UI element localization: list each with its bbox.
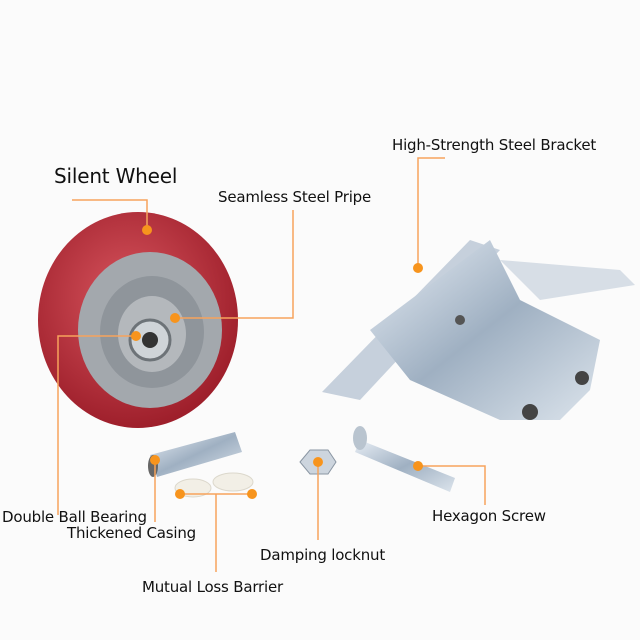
callout-lines xyxy=(57,157,486,572)
label-silent-wheel: Silent Wheel xyxy=(54,164,178,188)
bracket xyxy=(322,240,635,420)
label-locknut: Damping locknut xyxy=(260,546,386,564)
silent-wheel xyxy=(38,212,238,428)
label-barrier: Mutual Loss Barrier xyxy=(142,578,283,596)
label-casing: Thickened Casing xyxy=(67,524,196,542)
label-bearing: Double Ball Bearing xyxy=(2,508,147,526)
hexagon-screw xyxy=(353,426,455,492)
callout-dots xyxy=(131,225,423,499)
steel-pipe xyxy=(148,432,242,477)
label-seamless-pipe: Seamless Steel Pripe xyxy=(218,188,372,206)
label-bracket: High-Strength Steel Bracket xyxy=(392,136,597,154)
label-screw: Hexagon Screw xyxy=(432,507,546,525)
